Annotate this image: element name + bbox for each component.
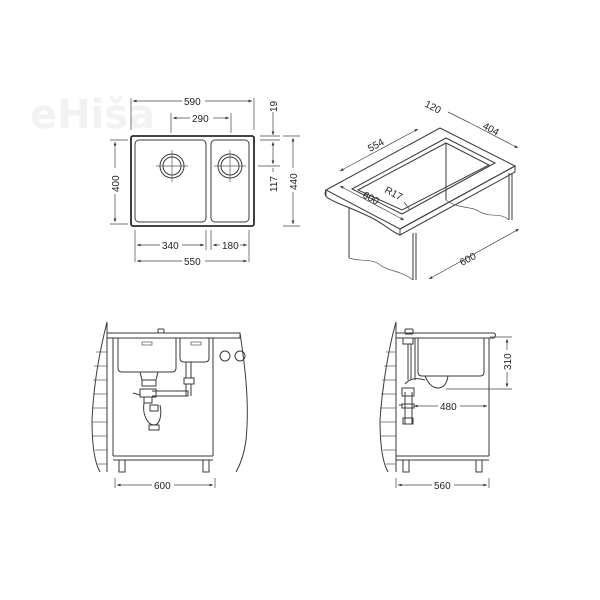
dim-550: 550 [184,257,201,268]
dim-560: 560 [434,481,451,492]
dim-400: 400 [111,175,122,192]
dim-480: 480 [440,402,457,413]
dim-r17: R17 [383,185,405,204]
front-view: 600 [91,321,248,492]
dim-554: 554 [366,137,386,155]
dim-340: 340 [162,241,179,252]
dim-310: 310 [503,353,514,370]
drain-small [214,150,246,182]
dim-404: 404 [481,121,501,139]
drain-large [156,150,188,182]
dim-590: 590 [184,97,201,108]
dim-600-slab: 600 [361,190,381,208]
dim-290: 290 [192,114,209,125]
dim-440: 440 [289,173,300,190]
drain-plumbing-front [132,362,195,431]
dim-19: 19 [269,100,280,112]
dim-600-front: 600 [154,481,171,492]
dim-117: 117 [269,176,280,192]
isometric-view: 554 120 404 R17 600 600 [324,99,520,281]
side-view: 310 480 560 [379,321,514,492]
watermark-logo: eHiša [30,92,155,138]
dim-180: 180 [222,241,239,252]
dim-120: 120 [423,99,443,117]
